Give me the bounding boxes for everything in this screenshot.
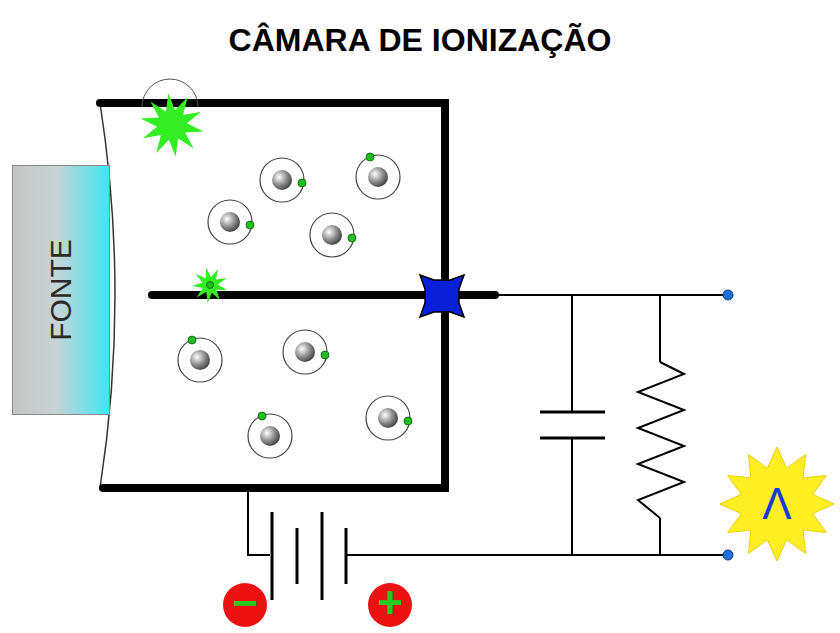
ionization-burst	[192, 267, 227, 303]
gas-atom	[310, 213, 356, 257]
insulator	[420, 275, 464, 317]
gas-atom	[260, 158, 306, 202]
ionization-burst	[141, 93, 204, 157]
output-terminal	[723, 290, 733, 300]
gas-atom	[366, 396, 412, 440]
capacitor-symbol	[540, 412, 605, 438]
radiation-source-box: FONTE	[12, 165, 110, 415]
source-label: FONTE	[44, 239, 78, 341]
polarity-sign: +	[368, 581, 412, 625]
signal-pulse-symbol: Λ	[762, 482, 791, 526]
resistor-symbol	[638, 362, 684, 518]
output-terminal	[723, 550, 733, 560]
gas-atom	[178, 336, 222, 382]
gas-atom	[248, 412, 292, 458]
free-electron	[207, 282, 214, 289]
gas-atom	[208, 200, 254, 244]
diagram-title: CÂMARA DE IONIZAÇÃO	[0, 22, 840, 59]
battery-symbol	[272, 512, 346, 600]
circuit-wires	[248, 295, 725, 555]
gas-atoms	[178, 153, 412, 458]
polarity-sign: −	[223, 581, 267, 625]
signal-burst: Λ	[718, 445, 836, 563]
gas-atom	[283, 330, 329, 374]
gas-atom	[356, 153, 400, 199]
ionization-events	[141, 79, 228, 303]
